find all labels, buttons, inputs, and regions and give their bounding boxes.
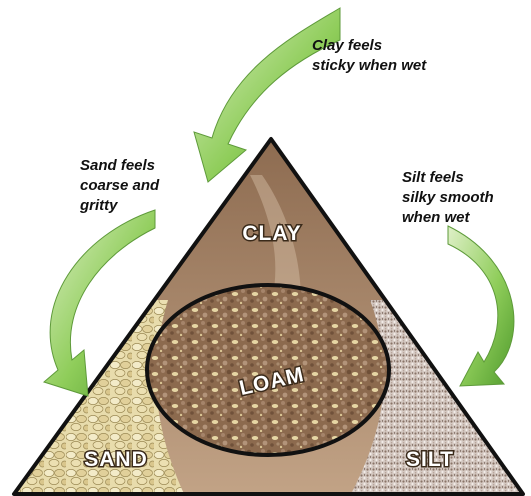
silt-label: SILT	[406, 448, 454, 471]
right-arrow	[448, 226, 514, 386]
sand-label: SAND	[84, 448, 148, 471]
sand-note: Sand feels coarse and gritty	[79, 157, 163, 214]
clay-label: CLAY	[242, 222, 301, 245]
clay-note: Clay feels sticky when wet	[312, 37, 427, 74]
silt-note: Silt feels silky smooth when wet	[402, 169, 498, 226]
